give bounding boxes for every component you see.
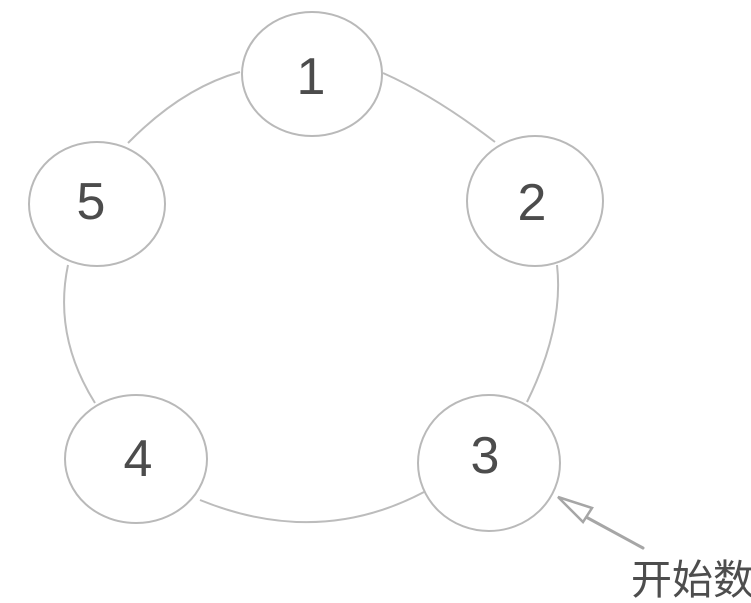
arrowhead-icon bbox=[557, 495, 594, 524]
annotation-arrow bbox=[557, 495, 645, 550]
connector-5-to-1 bbox=[127, 71, 241, 144]
node-circle-3 bbox=[417, 394, 561, 532]
ring-connectors bbox=[63, 71, 560, 524]
node-circle-2 bbox=[466, 135, 604, 267]
node-label-3: 3 bbox=[471, 427, 500, 485]
connector-1-to-2 bbox=[382, 72, 496, 143]
node-circle-4 bbox=[64, 394, 208, 524]
node-label-4: 4 bbox=[124, 430, 153, 488]
node-label-2: 2 bbox=[518, 174, 547, 232]
node-circle-1 bbox=[241, 11, 383, 137]
node-circle-5 bbox=[28, 141, 166, 267]
arrow-shaft bbox=[584, 515, 645, 550]
node-label-5: 5 bbox=[77, 173, 106, 231]
start-counting-label: 开始数 bbox=[631, 557, 751, 603]
connector-5-to-4 bbox=[63, 264, 96, 404]
connector-4-to-3 bbox=[199, 491, 425, 524]
ring-nodes: 1 2 3 4 5 bbox=[28, 11, 604, 532]
connector-2-to-3 bbox=[526, 264, 560, 403]
node-label-1: 1 bbox=[297, 48, 326, 106]
